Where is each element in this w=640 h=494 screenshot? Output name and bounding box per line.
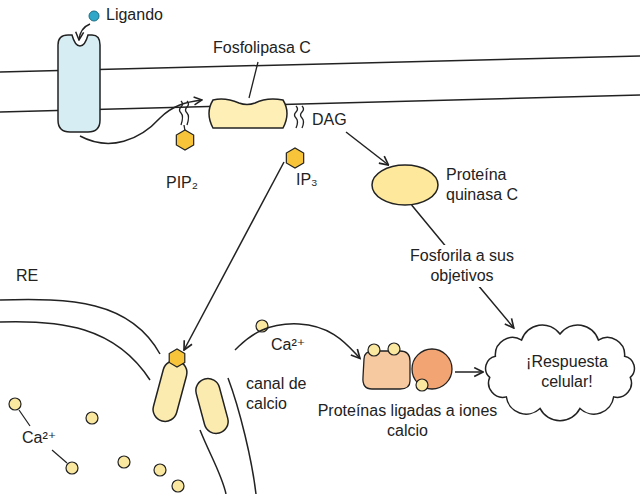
response-cloud: ¡Respuesta celular! — [483, 328, 637, 416]
node-label: canal de calcio — [246, 374, 321, 414]
protein: Proteínas ligadas a iones calcio — [360, 345, 455, 390]
node-outline — [150, 350, 235, 435]
node-outline — [372, 165, 438, 205]
lipid: DAG — [296, 104, 346, 132]
node-outline — [284, 148, 306, 168]
node-label: Proteínas ligadas a iones calcio — [315, 401, 500, 441]
ip3-hexagon — [176, 130, 193, 150]
node-outline — [360, 345, 455, 390]
ip3-hexagon — [286, 148, 303, 168]
connector-arrow — [235, 324, 360, 359]
lipid-tail — [180, 101, 183, 125]
lipid: PIP₂ — [172, 129, 198, 151]
node-label: DAG — [312, 110, 352, 130]
cloud-outline — [486, 325, 635, 421]
calcium-ion — [118, 456, 130, 468]
node-outline — [483, 328, 637, 416]
connector-arrow — [184, 162, 284, 350]
connector-arrow — [455, 371, 483, 373]
channel: canal de calcio — [150, 350, 235, 435]
messenger: IP₃ — [284, 148, 306, 168]
ligand-dot — [89, 11, 99, 21]
lipid-tail — [301, 106, 304, 128]
receptor — [58, 35, 100, 132]
leader-line — [19, 410, 30, 426]
channel-subunit — [150, 358, 189, 424]
connector-arrow — [346, 132, 389, 165]
calcium-ion — [66, 462, 78, 474]
kinase: Proteína quinasa C — [372, 165, 438, 205]
calcium-ion — [416, 379, 428, 391]
edge-label: Fosforila a sus objetivos — [394, 245, 530, 287]
node-outline — [88, 10, 100, 22]
protein-shape — [363, 351, 410, 389]
node-label: IP₃ — [296, 170, 336, 190]
channel-subunit — [193, 376, 231, 436]
lipid-tail — [295, 106, 298, 128]
er-membrane — [0, 300, 160, 354]
node-label: PIP₂ — [166, 173, 216, 193]
node-outline — [172, 129, 198, 151]
enzyme: Fosfolipasa C — [205, 97, 290, 130]
edge-label: Ca²⁺ — [268, 334, 308, 356]
organelle-label: RE — [16, 266, 38, 286]
er-membrane — [200, 430, 226, 494]
calcium-ion — [388, 343, 400, 355]
calcium-ion — [154, 464, 166, 476]
lipid-tail — [186, 101, 189, 125]
ion-label: Ca²⁺ — [22, 428, 56, 448]
node-label: Proteína quinasa C — [446, 165, 541, 205]
leader-line — [249, 62, 258, 98]
node-label: ¡Respuesta celular! — [511, 352, 623, 392]
node-outline — [205, 97, 290, 130]
calcium-ion — [86, 412, 98, 424]
calcium-ion — [9, 398, 21, 410]
ip3-hexagon — [169, 349, 185, 367]
calcium-ion — [368, 344, 380, 356]
node-label: Fosfolipasa C — [213, 38, 353, 58]
phospholipase-shape — [209, 99, 287, 128]
leader-line — [52, 450, 67, 463]
node-label: Ligando — [106, 5, 186, 25]
kinase-shape — [372, 165, 438, 205]
ligand: Ligando — [88, 10, 100, 22]
ligand-arrow — [79, 24, 90, 40]
calcium-ion — [172, 480, 184, 492]
er-membrane — [0, 322, 150, 380]
